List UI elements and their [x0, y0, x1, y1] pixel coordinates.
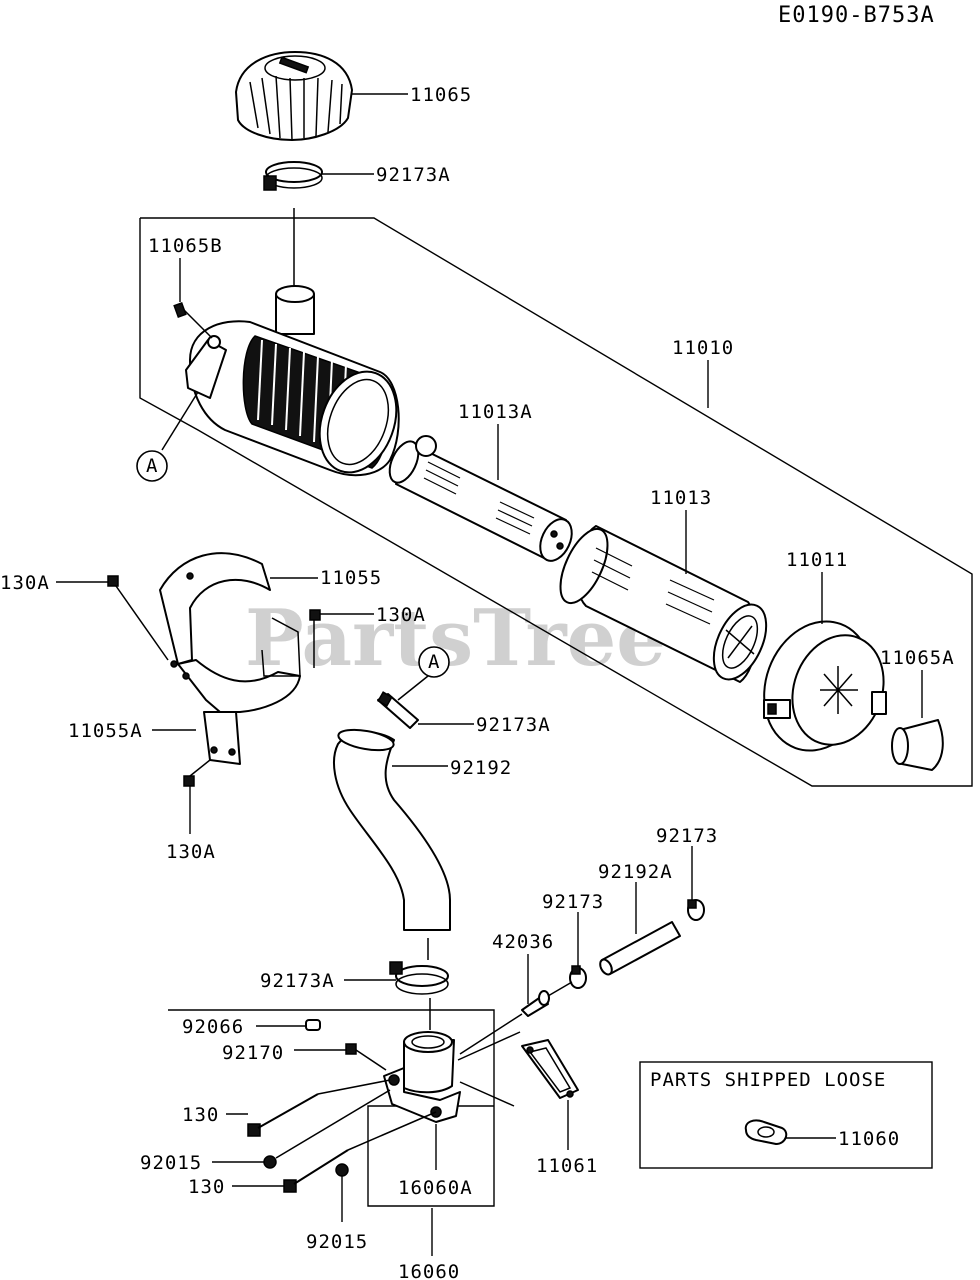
label-11011[interactable]: 11011	[786, 549, 848, 571]
label-92015-upper[interactable]: 92015	[140, 1152, 202, 1174]
label-92015-lower[interactable]: 92015	[306, 1231, 368, 1253]
label-92170[interactable]: 92170	[222, 1042, 284, 1064]
part-92170-clip[interactable]	[345, 1043, 357, 1055]
label-130-lower[interactable]: 130	[188, 1176, 225, 1198]
label-92173A-top[interactable]: 92173A	[376, 164, 451, 186]
part-11013-main-filter[interactable]	[551, 522, 777, 687]
part-11010-air-cleaner-body[interactable]	[185, 285, 410, 483]
assembly-frame-16060	[168, 1009, 495, 1207]
part-92192-hose[interactable]	[333, 726, 451, 931]
label-130A-bottom[interactable]: 130A	[166, 841, 216, 863]
label-11060[interactable]: 11060	[838, 1128, 900, 1150]
label-92173-mid[interactable]: 92173	[542, 891, 604, 913]
label-92173A-mid[interactable]: 92173A	[476, 714, 551, 736]
label-11013[interactable]: 11013	[650, 487, 712, 509]
part-16060A-intake-elbow[interactable]	[383, 1031, 461, 1123]
part-42036-fitting[interactable]	[521, 990, 550, 1017]
label-11010[interactable]: 11010	[672, 337, 734, 359]
part-130-bolt-lower[interactable]	[283, 1149, 349, 1193]
label-11055[interactable]: 11055	[320, 567, 382, 589]
reference-marker-a-upper-text: A	[146, 455, 158, 477]
label-130A-left[interactable]: 130A	[0, 572, 50, 594]
label-92192[interactable]: 92192	[450, 757, 512, 779]
part-92192A-small-hose[interactable]	[598, 921, 681, 976]
label-130A-mid[interactable]: 130A	[376, 604, 426, 626]
label-42036[interactable]: 42036	[492, 931, 554, 953]
part-11061-gasket-plate[interactable]	[521, 1039, 579, 1099]
part-130A-bolt-mid[interactable]	[309, 609, 321, 668]
label-11061[interactable]: 11061	[536, 1155, 598, 1177]
part-11065A-valve[interactable]	[891, 719, 944, 771]
part-130A-bolt-left[interactable]	[107, 575, 169, 661]
part-92173-clamp-right[interactable]	[687, 899, 705, 921]
part-92173A-clamp-low[interactable]	[389, 961, 449, 995]
label-11065A[interactable]: 11065A	[880, 647, 955, 669]
label-130-upper[interactable]: 130	[182, 1104, 219, 1126]
part-130A-bolt-bottom[interactable]	[183, 759, 211, 787]
label-11055A[interactable]: 11055A	[68, 720, 143, 742]
label-92173-right[interactable]: 92173	[656, 825, 718, 847]
label-11065[interactable]: 11065	[410, 84, 472, 106]
part-92173A-clamp-mid[interactable]	[377, 691, 419, 729]
part-92015-nut-lower[interactable]	[335, 1163, 349, 1177]
part-11055-bracket[interactable]	[159, 552, 301, 765]
part-11060-gasket[interactable]	[744, 1119, 788, 1145]
reference-marker-a-lower-text: A	[428, 651, 440, 673]
label-92066[interactable]: 92066	[182, 1016, 244, 1038]
part-92015-nut-upper[interactable]	[263, 1155, 277, 1169]
part-11065-cap[interactable]	[235, 51, 353, 141]
label-92192A[interactable]: 92192A	[598, 861, 673, 883]
part-92173A-clamp-top[interactable]	[263, 161, 323, 191]
label-16060A[interactable]: 16060A	[398, 1177, 473, 1199]
parts-shipped-loose-box	[639, 1061, 933, 1169]
diagram-code: E0190-B753A	[778, 3, 935, 28]
label-11065B[interactable]: 11065B	[148, 235, 223, 257]
reference-marker-a-lower	[418, 646, 450, 678]
label-11013A[interactable]: 11013A	[458, 401, 533, 423]
part-92066-plug[interactable]	[305, 1019, 321, 1031]
part-11011-end-cap[interactable]	[747, 606, 899, 766]
part-130-bolt-upper[interactable]	[247, 1093, 319, 1137]
assembly-frame-11010	[139, 217, 973, 787]
part-92173-clamp-mid[interactable]	[569, 965, 587, 989]
parts-shipped-loose-title: PARTS SHIPPED LOOSE	[650, 1069, 886, 1091]
part-11013A-inner-filter[interactable]	[384, 435, 578, 566]
label-16060[interactable]: 16060	[398, 1261, 460, 1280]
reference-marker-a-upper	[136, 450, 168, 482]
label-92173A-low[interactable]: 92173A	[260, 970, 335, 992]
